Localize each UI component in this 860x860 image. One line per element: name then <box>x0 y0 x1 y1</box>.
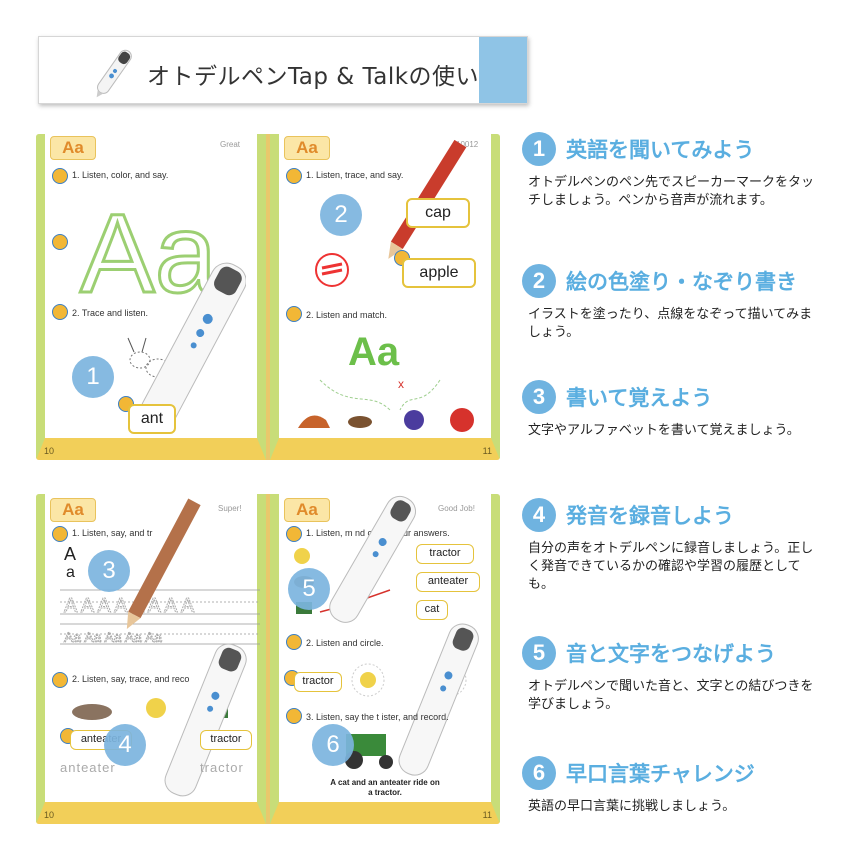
instruction-text: 1. Listen, say, and tr <box>72 528 153 538</box>
speaker-icon[interactable] <box>286 306 302 322</box>
badge-label: Great <box>220 140 241 149</box>
step-number: 3 <box>522 380 556 414</box>
step-heading: 書いて覚えよう <box>566 386 713 410</box>
workbook-spread-bottom: Aa Super! 1. Listen, say, and tr A a A A… <box>36 494 500 824</box>
page-number: 11 <box>482 810 492 820</box>
workbook-page-left: Aa Super! 1. Listen, say, and tr A a A A… <box>36 494 266 824</box>
instruction-text: 1. Listen, trace, and say. <box>306 170 404 180</box>
word-card[interactable]: cat <box>416 600 448 620</box>
speaker-icon[interactable] <box>286 708 302 724</box>
word-card[interactable]: tractor <box>200 730 252 750</box>
badge-label: Super! <box>218 504 242 513</box>
page-number: 10 <box>44 810 55 820</box>
badge-label: Good Job! <box>438 504 475 513</box>
step-number: 2 <box>522 264 556 298</box>
letter-upper: A <box>64 544 77 564</box>
workbook-page-left: Aa Great 1. Listen, color, and say. Aa 2… <box>36 134 266 460</box>
traced-word: tractor <box>200 760 244 775</box>
unit-tab: Aa <box>284 136 330 160</box>
speaker-icon[interactable] <box>286 634 302 650</box>
letter-lower: a <box>66 564 75 581</box>
step-number: 1 <box>522 132 556 166</box>
svg-text:Aa Aa Aa Aa Aa: Aa Aa Aa Aa Aa <box>64 629 162 645</box>
svg-text:x: x <box>398 377 404 391</box>
step-number: 4 <box>522 498 556 532</box>
step-description: 英語の早口言葉に挑戦しましょう。 <box>528 799 736 814</box>
speaker-icon[interactable] <box>52 234 68 250</box>
step-heading: 英語を聞いてみよう <box>566 138 755 162</box>
speaker-icon[interactable] <box>52 168 68 184</box>
step-marker: 2 <box>320 194 362 236</box>
step-marker: 6 <box>312 724 354 766</box>
word-card[interactable]: tractor <box>294 672 342 692</box>
banner-accent-stripe <box>479 37 527 103</box>
pencil-illustration <box>126 498 201 629</box>
instruction-text: 2. Listen, say, trace, and reco <box>72 674 190 684</box>
title-banner: オトデルペンTap & Talkの使い方 <box>38 36 528 104</box>
pen-illustration <box>329 495 416 623</box>
svg-text:A A A A A A A A: A A A A A A A A <box>64 595 195 617</box>
match-pictures: x <box>298 377 474 432</box>
instruction-text: 2. Listen and match. <box>306 310 388 320</box>
pen-illustration <box>164 643 247 797</box>
word-card[interactable]: ant <box>128 404 176 434</box>
page-number: 10 <box>44 446 55 456</box>
step-description: オトデルペンで聞いた音と、文字との結びつきを学びましょう。 <box>528 679 814 712</box>
letter-illustration: Aa <box>79 194 220 304</box>
instruction-text: 3. Listen, say the t ister, and record. <box>306 712 449 722</box>
speaker-icon[interactable] <box>52 526 68 542</box>
tongue-twister-caption: A cat and an anteater ride on a tractor. <box>330 778 440 797</box>
step-marker: 5 <box>288 568 330 610</box>
banner-title: オトデルペンTap & Talkの使い方 <box>147 64 503 90</box>
instruction-text: 2. Listen and circle. <box>306 638 384 648</box>
workbook-spread-top: Aa Great 1. Listen, color, and say. Aa 2… <box>36 134 500 460</box>
word-card[interactable]: tractor <box>416 544 474 564</box>
step-heading: 絵の色塗り・なぞり書き <box>566 270 797 294</box>
step-heading: 早口言葉チャレンジ <box>566 762 755 786</box>
page-number: 11 <box>482 446 492 456</box>
word-card[interactable]: apple <box>402 258 476 288</box>
step-marker: 3 <box>88 550 130 592</box>
unit-tab: Aa <box>50 136 96 160</box>
speaker-icon[interactable] <box>286 526 302 542</box>
workbook-page-right: Aa 10012 1. Listen, trace, and say. 2 ca… <box>270 134 500 460</box>
instruction-text: 1. Listen, color, and say. <box>72 170 169 180</box>
unit-tab: Aa <box>50 498 96 522</box>
word-card[interactable]: cap <box>406 198 470 228</box>
speaker-icon[interactable] <box>52 304 68 320</box>
step-number: 6 <box>522 756 556 790</box>
step-number: 5 <box>522 636 556 670</box>
step-description: 文字やアルファベットを書いて覚えましょう。 <box>528 423 800 438</box>
step-heading: 音と文字をつなげよう <box>566 642 776 666</box>
step-marker: 1 <box>72 356 114 398</box>
speaker-icon[interactable] <box>286 168 302 184</box>
step-description: オトデルペンのペン先でスピーカーマークをタッチしましょう。ペンから音声が流れます… <box>528 175 815 208</box>
traced-word: anteater <box>60 760 116 775</box>
step-heading: 発音を録音しよう <box>566 504 734 528</box>
big-letters: Aa <box>80 194 218 304</box>
step-description: 自分の声をオトデルペンに録音しましょう。正しく発音できているかの確認や学習の履歴… <box>528 541 814 592</box>
unit-tab: Aa <box>284 498 330 522</box>
step-description: イラストを塗ったり、点線をなぞって描いてみましょう。 <box>528 307 813 340</box>
word-card[interactable]: anteater <box>416 572 480 592</box>
instruction-text: 2. Trace and listen. <box>72 308 149 318</box>
step-marker: 4 <box>104 724 146 766</box>
match-letters: Aa <box>348 330 400 374</box>
workbook-page-right: Aa Good Job! 1. Listen, m nd check your … <box>270 494 500 824</box>
speaker-icon[interactable] <box>52 672 68 688</box>
pen-icon <box>96 49 132 98</box>
badge-label: 10012 <box>456 140 479 149</box>
pen-illustration <box>398 623 479 776</box>
apple-illustration <box>315 253 349 287</box>
